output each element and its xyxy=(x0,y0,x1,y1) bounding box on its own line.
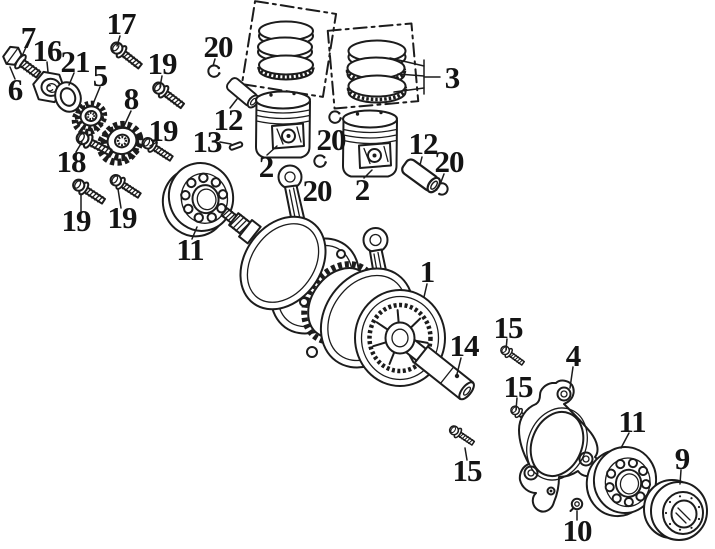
callout-15-c: 15 xyxy=(453,453,483,488)
circlip-20-a xyxy=(206,63,223,79)
crankshaft-1 xyxy=(220,164,475,401)
callout-7: 7 xyxy=(21,20,36,55)
callout-labels: 7 16 21 5 6 17 19 8 19 18 19 19 20 12 13… xyxy=(8,6,691,548)
circlip-20-c xyxy=(313,154,328,168)
callout-15-b: 15 xyxy=(504,369,534,404)
callout-6: 6 xyxy=(8,72,23,107)
callout-15-a: 15 xyxy=(494,310,524,345)
callout-19-c: 19 xyxy=(62,203,92,238)
callout-11-b: 11 xyxy=(618,404,645,439)
bearing-11-left xyxy=(154,156,242,244)
callout-20-b: 20 xyxy=(317,122,347,157)
callout-9: 9 xyxy=(675,441,690,476)
piston-2-right xyxy=(342,109,398,178)
bolt-6-7 xyxy=(2,45,42,79)
callout-5: 5 xyxy=(93,58,108,93)
callout-12-b: 12 xyxy=(409,126,439,161)
leader-lines xyxy=(9,35,682,521)
callout-2-a: 2 xyxy=(259,149,274,184)
callout-20-c: 20 xyxy=(303,173,333,208)
callout-11-a: 11 xyxy=(176,232,203,267)
callout-17: 17 xyxy=(107,6,137,41)
callout-4: 4 xyxy=(566,338,581,373)
piston-ring-set-box-right xyxy=(326,22,420,110)
callout-2-b: 2 xyxy=(355,172,370,207)
gear-5 xyxy=(71,100,108,136)
oil-seal-9 xyxy=(643,479,708,541)
callout-10: 10 xyxy=(563,513,593,548)
bearing-holder-plate-4 xyxy=(518,379,601,513)
callout-1: 1 xyxy=(420,254,435,289)
piston-ring-set-box-left xyxy=(240,0,338,98)
piston-rings-right xyxy=(345,39,408,104)
screw-10 xyxy=(569,497,584,512)
bolt-19-d xyxy=(106,170,144,202)
callout-14: 14 xyxy=(450,328,480,363)
bolt-17 xyxy=(107,38,146,73)
washer-21 xyxy=(54,81,82,113)
callout-3-bracket xyxy=(389,57,441,95)
callout-3: 3 xyxy=(445,60,460,95)
callout-20-d: 20 xyxy=(435,144,465,179)
woodruff-key-13 xyxy=(228,141,244,151)
callout-20-a: 20 xyxy=(204,29,234,64)
callout-19-b: 19 xyxy=(149,113,179,148)
piston-rings-left xyxy=(257,20,315,81)
callout-19-a: 19 xyxy=(148,46,178,81)
callout-19-d: 19 xyxy=(108,200,138,235)
callout-8: 8 xyxy=(124,81,139,116)
gear-8 xyxy=(96,120,144,166)
piston-2-left xyxy=(255,90,311,159)
bolt-15-c xyxy=(446,422,477,449)
callout-18: 18 xyxy=(57,144,87,179)
crankshaft-splined-end xyxy=(220,207,262,245)
callout-13: 13 xyxy=(193,124,223,159)
bolt-15-a xyxy=(497,342,527,369)
bolt-19-a xyxy=(149,78,188,113)
callout-21: 21 xyxy=(61,44,90,79)
callout-12-a: 12 xyxy=(214,102,244,137)
callout-16: 16 xyxy=(33,33,63,68)
